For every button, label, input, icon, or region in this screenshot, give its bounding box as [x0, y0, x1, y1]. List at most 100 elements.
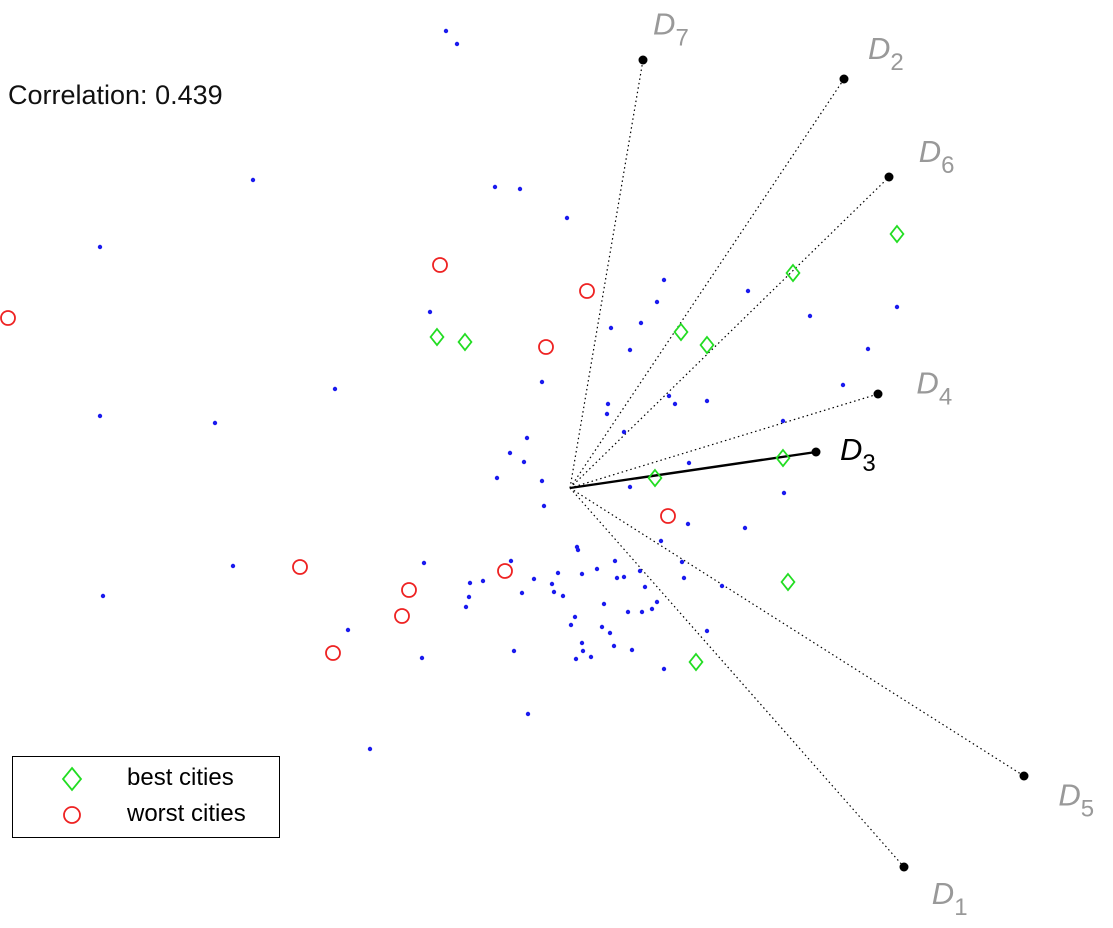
- city-point: [466, 594, 472, 600]
- vector-line-d3: [569, 450, 817, 490]
- vector-label-d3: D3: [840, 432, 876, 477]
- best-city-marker: [699, 335, 715, 355]
- vector-line-d4: [569, 393, 879, 489]
- city-point: [549, 581, 555, 587]
- city-point: [612, 558, 618, 564]
- city-point: [654, 299, 660, 305]
- vector-tip-d2: [839, 74, 849, 84]
- city-point: [627, 347, 633, 353]
- data-points: [0, 28, 905, 752]
- vector-tip-d6: [884, 172, 894, 182]
- city-point: [621, 429, 627, 435]
- worst-city-marker: [292, 559, 308, 575]
- city-point: [894, 304, 900, 310]
- city-point: [511, 648, 517, 654]
- city-point: [230, 563, 236, 569]
- city-point: [780, 418, 786, 424]
- city-point: [704, 628, 710, 634]
- city-point: [250, 177, 256, 183]
- vector-tip-d1: [899, 862, 909, 872]
- city-point: [661, 277, 667, 283]
- worst-city-marker: [579, 283, 595, 299]
- vector-label-d7: D7: [653, 7, 689, 52]
- city-point: [807, 313, 813, 319]
- worst-city-marker: [401, 582, 417, 598]
- city-point: [517, 186, 523, 192]
- city-point: [97, 413, 103, 419]
- city-point: [608, 325, 614, 331]
- city-point: [463, 604, 469, 610]
- city-point: [541, 503, 547, 509]
- city-point: [685, 521, 691, 527]
- vector-tip-d7: [638, 55, 648, 65]
- city-point: [507, 450, 513, 456]
- best-city-marker: [688, 652, 704, 672]
- legend-item-best: best cities: [13, 761, 279, 795]
- city-point: [601, 601, 607, 607]
- city-point: [742, 525, 748, 531]
- city-point: [519, 590, 525, 596]
- best-city-marker: [457, 332, 473, 352]
- city-point: [555, 570, 561, 576]
- vector-tip-d3: [811, 447, 821, 457]
- city-point: [492, 184, 498, 190]
- city-point: [666, 393, 672, 399]
- city-point: [588, 654, 594, 660]
- vector-label-d1: D1: [932, 876, 968, 921]
- city-point: [672, 401, 678, 407]
- best-city-marker: [673, 322, 689, 342]
- city-point: [661, 666, 667, 672]
- city-point: [594, 566, 600, 572]
- city-point: [649, 606, 655, 612]
- worst-city-marker: [325, 645, 341, 661]
- worst-city-marker: [497, 563, 513, 579]
- city-point: [332, 386, 338, 392]
- city-point: [419, 655, 425, 661]
- city-point: [564, 215, 570, 221]
- legend-circle-marker: [63, 806, 81, 824]
- city-point: [625, 609, 631, 615]
- best-city-marker: [780, 572, 796, 592]
- city-point: [580, 648, 586, 654]
- city-point: [605, 401, 611, 407]
- city-point: [658, 538, 664, 544]
- city-point: [572, 614, 578, 620]
- city-point: [638, 320, 644, 326]
- city-point: [579, 571, 585, 577]
- vector-tip-d4: [873, 389, 883, 399]
- best-city-marker: [647, 468, 663, 488]
- city-point: [599, 624, 605, 630]
- city-point: [421, 560, 427, 566]
- city-point: [539, 478, 545, 484]
- city-point: [454, 41, 460, 47]
- worst-city-marker: [394, 608, 410, 624]
- vector-label-d2: D2: [868, 31, 904, 76]
- vector-label-d6: D6: [919, 134, 955, 179]
- legend-label-worst: worst cities: [127, 800, 246, 827]
- city-point: [719, 583, 725, 589]
- city-point: [604, 411, 610, 417]
- city-point: [551, 589, 557, 595]
- city-point: [494, 475, 500, 481]
- city-point: [629, 647, 635, 653]
- city-point: [679, 559, 685, 565]
- city-point: [568, 622, 574, 628]
- city-point: [642, 584, 648, 590]
- city-point: [508, 558, 514, 564]
- city-point: [681, 575, 687, 581]
- city-point: [614, 575, 620, 581]
- worst-city-marker: [432, 257, 448, 273]
- city-point: [480, 578, 486, 584]
- city-point: [607, 630, 613, 636]
- city-point: [345, 627, 351, 633]
- city-point: [560, 593, 566, 599]
- city-point: [443, 28, 449, 34]
- worst-city-marker: [538, 339, 554, 355]
- worst-city-marker: [0, 310, 16, 326]
- city-point: [531, 576, 537, 582]
- vector-line-d1: [569, 487, 905, 868]
- worst-city-marker: [660, 508, 676, 524]
- city-point: [654, 599, 660, 605]
- city-point: [840, 382, 846, 388]
- best-city-marker: [775, 448, 791, 468]
